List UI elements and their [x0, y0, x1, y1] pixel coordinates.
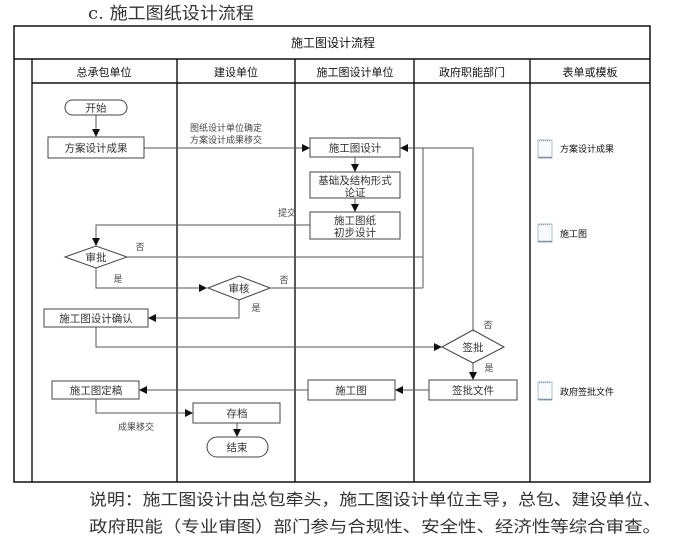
notepad-icon	[537, 223, 553, 243]
node-preliminary-design: 施工图纸 初步设计	[309, 211, 401, 240]
node-design-confirm: 施工图设计确认	[43, 308, 149, 328]
arrow-confirm-to-signoff	[95, 327, 442, 351]
terminator-shape	[206, 436, 269, 458]
form-item: 施工图	[537, 223, 587, 243]
lane-header-forms: 表单或模板	[563, 65, 618, 79]
arrow-preliminary-to-approve	[92, 224, 310, 246]
section-heading: c. 施工图纸设计流程	[88, 4, 254, 24]
node-drawing: 施工图	[307, 379, 396, 401]
note-line-1: 说明：施工图设计由总包牵头，施工图设计单位主导，总包、建设单位、	[89, 490, 661, 509]
notepad-icon	[537, 139, 553, 159]
approve-no-label: 否	[135, 242, 144, 253]
arrow-final-to-archive	[95, 399, 193, 417]
decision-shape	[440, 329, 506, 364]
process-shape	[309, 211, 401, 240]
form-item: 方案设计成果	[537, 139, 614, 159]
node-structure-demonstration: 基础及结构形式 论证	[309, 171, 401, 199]
node-label: 签批文件	[452, 384, 494, 397]
process-shape	[47, 136, 145, 159]
diagram-title: 施工图设计流程	[291, 35, 375, 50]
swimlane-table: 施工图设计流程 总承包单位 建设单位 施工图设计单位 政府职能部门 表单或模板	[13, 25, 651, 483]
node-label: 施工图	[335, 384, 367, 397]
lane-header-government: 政府职能部门	[439, 65, 505, 79]
result-handover-label: 成果移交	[118, 421, 154, 433]
arrow-review-yes-to-confirm	[148, 300, 240, 322]
node-label: 存档	[227, 407, 248, 420]
arrow-approve-yes-to-review	[95, 268, 207, 292]
process-shape	[309, 137, 401, 158]
node-label-line1: 基础及结构形式	[318, 174, 392, 187]
node-sign-off: 签批	[440, 329, 506, 364]
decision-shape	[206, 275, 272, 301]
form-label: 施工图	[560, 228, 587, 240]
review-no-label: 否	[279, 275, 288, 286]
node-label-line2: 论证	[345, 186, 366, 199]
signoff-yes-label: 是	[484, 363, 493, 374]
decision-shape	[63, 245, 129, 269]
form-label: 方案设计成果	[560, 143, 614, 155]
lane-header-owner: 建设单位	[214, 65, 258, 79]
approve-yes-label: 是	[113, 274, 122, 285]
node-label: 施工图设计确认	[59, 312, 133, 325]
process-shape	[307, 379, 396, 401]
arrow-return-to-design	[400, 144, 474, 330]
node-label-line2: 初步设计	[334, 226, 376, 239]
node-review: 审核	[206, 275, 272, 301]
connectors	[92, 115, 477, 437]
process-shape	[428, 379, 518, 401]
lane-header-general-contractor: 总承包单位	[77, 65, 132, 79]
signoff-no-label: 否	[483, 320, 492, 331]
node-label: 施工图定稿	[70, 384, 123, 397]
node-approve: 审批	[63, 245, 129, 269]
review-yes-label: 是	[251, 303, 260, 314]
table-border	[13, 25, 651, 483]
node-label: 施工图设计	[329, 142, 382, 155]
node-end: 结束	[206, 436, 269, 458]
note-line-2: 政府职能（专业审图）部门参与合规性、安全性、经济性等综合审查。	[89, 517, 661, 536]
process-shape	[309, 171, 401, 199]
form-label: 政府签批文件	[560, 386, 614, 398]
node-label: 审批	[86, 251, 107, 264]
handover-label-line2: 方案设计成果移交	[190, 134, 262, 146]
process-shape	[51, 380, 140, 400]
process-shape	[192, 402, 281, 424]
process-shape	[43, 308, 149, 328]
lane-header-design-unit: 施工图设计单位	[317, 65, 394, 79]
node-final-drawing: 施工图定稿	[51, 380, 140, 400]
node-archive: 存档	[192, 402, 281, 424]
form-item: 政府签批文件	[537, 381, 614, 401]
node-label: 结束	[227, 441, 248, 454]
node-start: 开始	[64, 99, 128, 116]
submit-label: 提交	[278, 207, 296, 219]
node-label: 开始	[86, 102, 107, 115]
node-label: 审核	[229, 282, 250, 295]
notepad-icon	[537, 381, 553, 401]
node-sign-off-document: 签批文件	[428, 379, 518, 401]
node-scheme-result: 方案设计成果	[47, 136, 145, 159]
node-construction-design: 施工图设计	[309, 137, 401, 158]
handover-label-line1: 图纸设计单位确定	[190, 122, 262, 134]
node-label-line1: 施工图纸	[334, 214, 376, 227]
node-label: 方案设计成果	[65, 142, 128, 155]
terminator-shape	[64, 99, 128, 116]
node-label: 签批	[463, 341, 484, 354]
